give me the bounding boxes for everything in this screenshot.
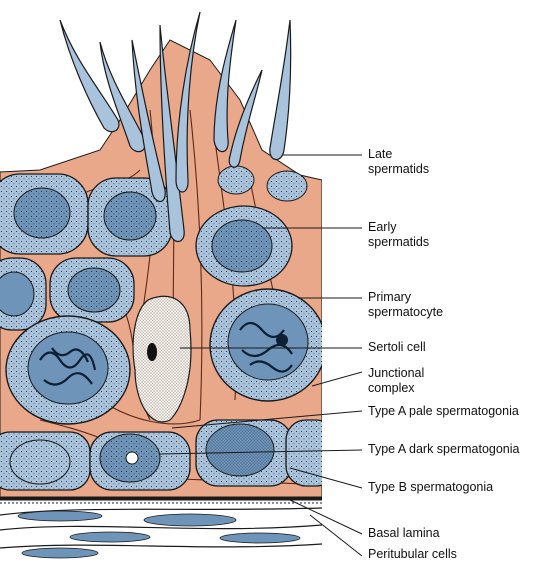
spermatogonia-row (0, 419, 322, 491)
label-type-b: Type B spermatogonia (368, 480, 494, 494)
spermatid-left-2 (87, 177, 173, 257)
elongated-spermatids (59, 11, 292, 243)
primary-spermatocyte-left (5, 315, 131, 425)
leader-type-a-dark (159, 449, 363, 455)
spermatid-left-1 (0, 173, 89, 255)
spermatid-left-4 (49, 257, 135, 323)
label-primary-spermatocyte: Primary spermatocyte (368, 290, 444, 319)
peritubular-cells (0, 506, 322, 562)
early-spermatid (195, 205, 293, 287)
leader-junctional-complex (311, 371, 363, 387)
late-spermatid-cluster (217, 165, 308, 202)
label-type-a-pale: Type A pale spermatogonia (368, 404, 519, 418)
leader-lines (159, 154, 363, 557)
leader-basal-lamina (289, 499, 363, 535)
spermatid-left-3 (0, 257, 47, 331)
label-peritubular-cells: Peritubular cells (368, 547, 457, 561)
label-early-spermatids: Early spermatids (368, 220, 430, 249)
label-basal-lamina: Basal lamina (368, 526, 440, 540)
label-type-a-dark: Type A dark spermatogonia (368, 442, 520, 456)
leader-type-b (289, 467, 363, 489)
sertoli-nucleus (132, 295, 192, 423)
label-junctional-complex: Junctional complex (368, 366, 425, 395)
label-sertoli-cell: Sertoli cell (368, 340, 426, 354)
primary-spermatocyte-right (209, 288, 322, 402)
basal-lamina (0, 496, 322, 504)
leader-peritubular-cells (309, 514, 363, 557)
leader-type-a-pale (171, 410, 363, 429)
label-late-spermatids: Late spermatids (368, 147, 430, 176)
